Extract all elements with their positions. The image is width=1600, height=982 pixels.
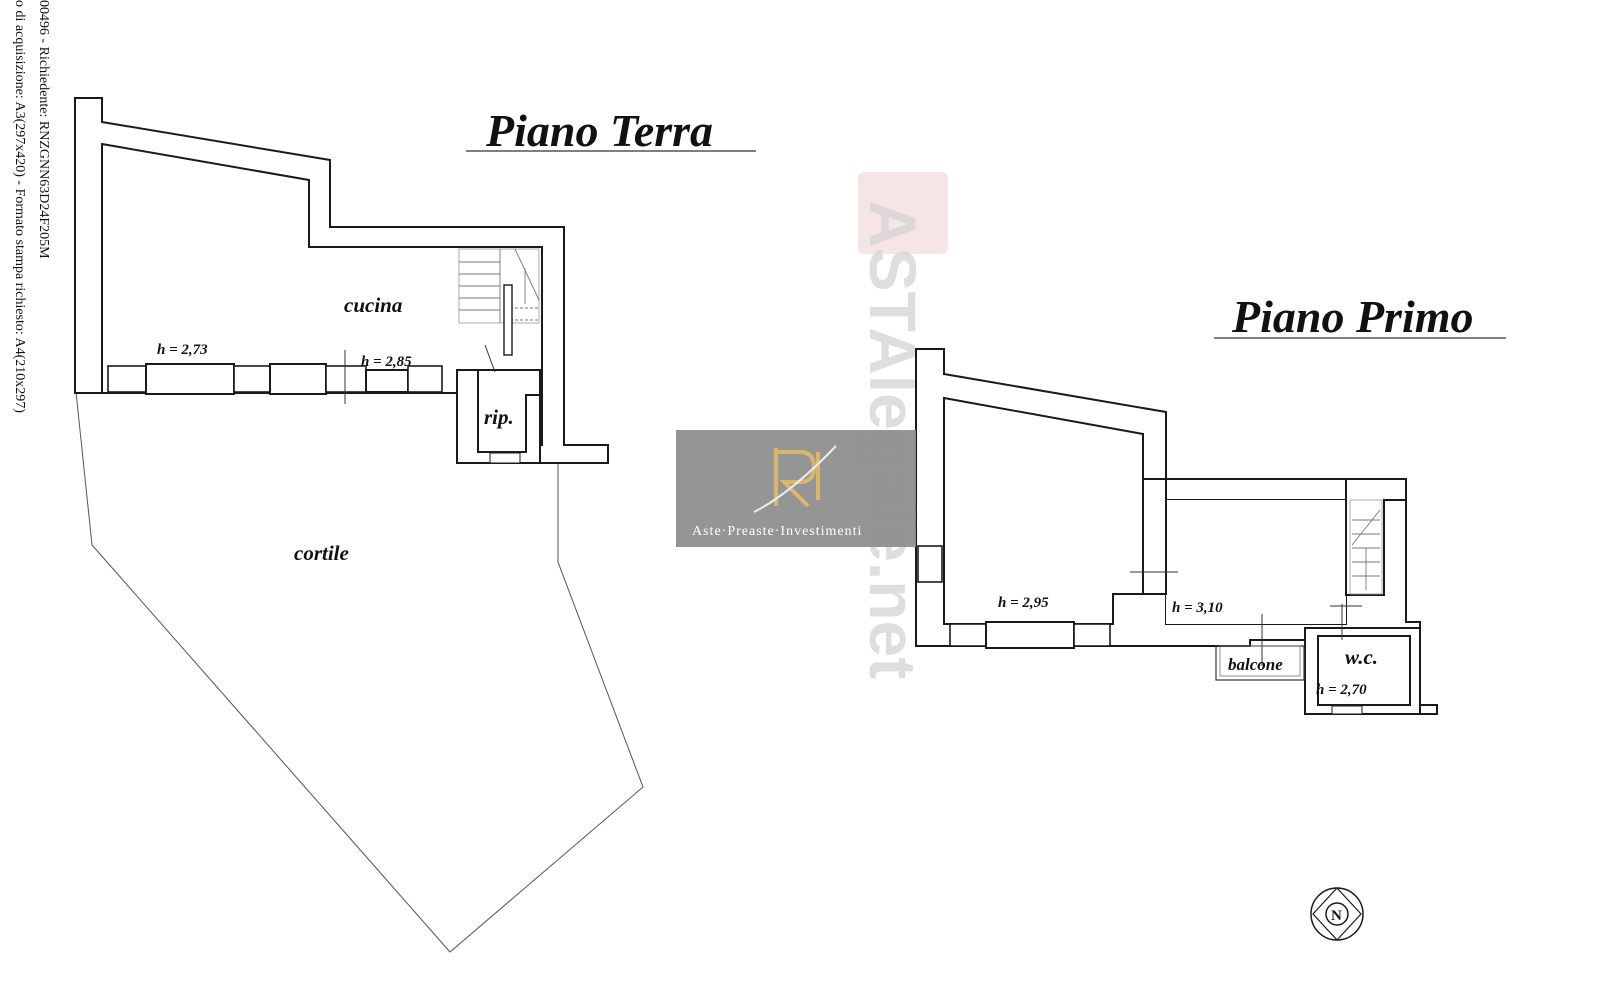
side-note-line1: 00496 - Richiedente: RNZGNN63D24F205M	[36, 0, 51, 259]
courtyard-outline	[75, 391, 644, 953]
ground-floor-plan: Piano Terra	[74, 97, 756, 953]
ground-floor-windows	[107, 344, 521, 464]
room-label-balcony: balcone	[1228, 655, 1283, 674]
room-label-storage: rip.	[484, 405, 514, 429]
first-height-2: h = 3,10	[1172, 600, 1223, 616]
ground-floor-title: Piano Terra	[485, 105, 713, 156]
compass-label: N	[1331, 908, 1342, 924]
wc-room-walls	[1304, 627, 1421, 715]
room-label-courtyard: cortile	[294, 541, 349, 565]
logo-emblem-icon	[753, 445, 837, 513]
first-floor-title: Piano Primo	[1231, 291, 1474, 342]
north-compass-icon: N	[1310, 887, 1364, 941]
first-height-3: h = 2,70	[1316, 682, 1367, 698]
logo-subtitle: Aste·Preaste·Investimenti	[692, 524, 862, 539]
storage-room-walls	[456, 369, 541, 464]
first-floor-plan: Piano Primo	[915, 291, 1506, 715]
ground-height-1: h = 2,73	[157, 342, 208, 358]
ground-height-2: h = 2,85	[361, 354, 412, 370]
first-floor-windows	[917, 545, 1363, 715]
agency-logo: Aste·Preaste·Investimenti	[676, 430, 916, 547]
first-height-1: h = 2,95	[998, 595, 1049, 611]
ground-floor-stair	[458, 248, 540, 356]
first-floor-stair	[1349, 499, 1383, 595]
room-label-wc: w.c.	[1345, 645, 1378, 669]
room-label-kitchen: cucina	[344, 293, 402, 317]
side-note: 00496 - Richiedente: RNZGNN63D24F205M o …	[12, 0, 51, 413]
side-note-line2: o di acquisizione: A3(297x420) - Formato…	[12, 0, 27, 413]
